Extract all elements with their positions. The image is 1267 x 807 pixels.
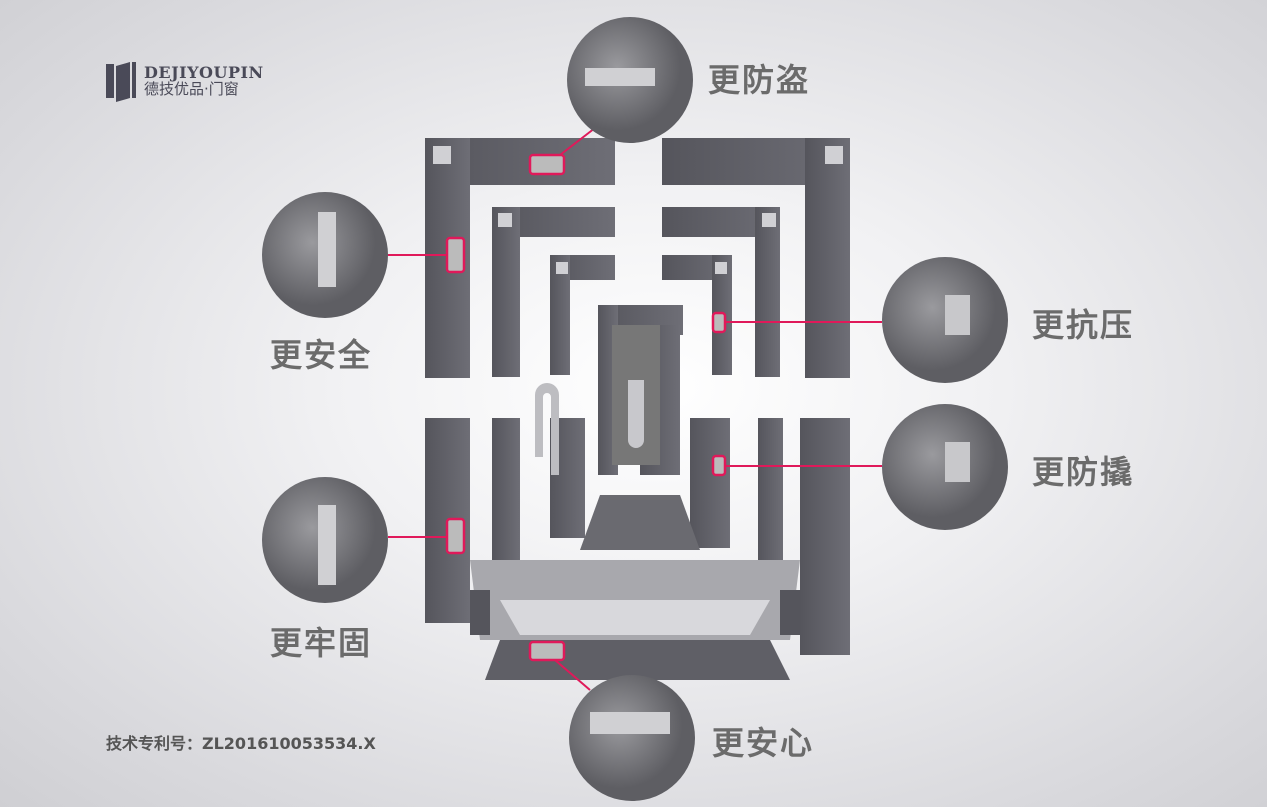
feature-label-anti-pry: 更防撬 — [1032, 453, 1135, 491]
feature-label-pressure: 更抗压 — [1032, 306, 1135, 344]
feature-label-sturdy: 更牢固 — [270, 624, 373, 662]
highlight-markers — [445, 153, 727, 662]
detail-circles — [262, 17, 1008, 801]
detail-circle-bottom — [569, 675, 695, 801]
feature-label-safety: 更安全 — [270, 336, 373, 374]
frame-floor — [470, 495, 800, 680]
corner-brackets — [433, 146, 843, 274]
patent-number: 技术专利号：ZL201610053534.X — [106, 734, 376, 753]
callout-lines — [388, 127, 882, 691]
detail-circle-right-top — [882, 257, 1008, 383]
brand-name-en: DEJIYOUPIN — [144, 63, 264, 82]
detail-circle-left-bottom — [262, 477, 388, 603]
brand-logo: DEJIYOUPIN 德技优品·门窗 — [104, 58, 264, 104]
feature-label-peace-of-mind: 更安心 — [712, 724, 815, 762]
detail-circle-left-top — [262, 192, 388, 318]
feature-label-anti-theft: 更防盗 — [708, 61, 811, 99]
detail-circle-right-bottom — [882, 404, 1008, 530]
detail-circle-top — [567, 17, 693, 143]
logo-mark-icon — [106, 62, 136, 102]
brand-name-cn: 德技优品·门窗 — [144, 80, 239, 98]
